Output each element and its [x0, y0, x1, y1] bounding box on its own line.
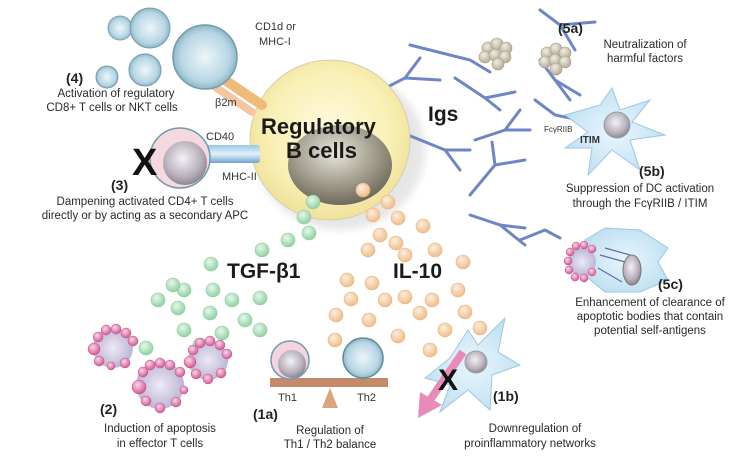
mechanism-1a-line2: Th1 / Th2 balance	[283, 439, 377, 451]
inhibition-x-icon-3: X	[132, 142, 158, 184]
harmful-factor-clusters	[478, 37, 572, 76]
cd4-t-cell	[149, 127, 260, 189]
ig-antibody	[538, 8, 597, 52]
mechanism-3-line2: directly or by acting as a secondary APC	[41, 210, 249, 222]
mechanism-4-line1: Activation of regulatory	[57, 88, 175, 100]
downregulation-arrow	[418, 349, 467, 418]
ig-antibody	[406, 133, 472, 172]
th1-label: Th1	[278, 392, 297, 404]
mechanism-5c-line3: potential self-antigens	[594, 325, 706, 337]
svg-text:X: X	[132, 142, 158, 184]
mechanism-5c-line2: apoptotic bodies that contain	[576, 311, 724, 323]
th2-label: Th2	[357, 392, 376, 404]
proinflammatory-cell	[423, 316, 522, 414]
th1-th2-balance	[270, 337, 388, 408]
b-cell-title-line2: B cells	[286, 138, 357, 163]
igs-label: Igs	[428, 103, 459, 126]
mechanism-1b-id: (1b)	[493, 388, 519, 404]
mechanism-4-id: (4)	[66, 70, 84, 86]
mechanism-2-id: (2)	[100, 401, 118, 417]
mechanism-1a-line1: Regulation of	[296, 425, 364, 437]
dendritic-cell	[563, 86, 667, 177]
immunoglobulins	[370, 8, 597, 247]
mechanism-1a-id: (1a)	[253, 406, 278, 422]
mechanism-5a-id: (5a)	[558, 20, 583, 36]
ig-antibody	[453, 76, 517, 112]
mechanism-2-line1: Induction of apoptosis	[104, 423, 216, 435]
b2m-label: β2m	[215, 97, 237, 109]
mechanism-5b-line2: through the FcγRIIB / ITIM	[572, 198, 708, 210]
svg-text:X: X	[438, 364, 458, 397]
mechanism-5c-line1: Enhancement of clearance of	[575, 297, 725, 309]
ig-antibody	[408, 43, 492, 74]
apoptotic-cell	[131, 357, 189, 414]
mechanism-5a-line1: Neutralization of	[603, 39, 687, 51]
apoptotic-cell	[87, 323, 139, 371]
mhc2-label: MHC-II	[222, 171, 257, 183]
il10-label: IL-10	[393, 260, 443, 283]
tgf-beta1-particles	[138, 194, 321, 356]
tgf-beta1-label: TGF-β1	[227, 260, 301, 283]
mechanism-4-line2: CD8+ T cells or NKT cells	[46, 102, 178, 114]
itim-label: ITIM	[580, 135, 600, 146]
fcr-label: FcγRIIB	[544, 125, 573, 134]
cd1d-label: CD1d or	[255, 21, 296, 33]
ig-antibody	[468, 140, 527, 197]
macrophage	[563, 227, 669, 293]
mechanism-1b-line1: Downregulation of	[488, 423, 582, 435]
mechanism-5b-line1: Suppression of DC activation	[565, 183, 715, 195]
mechanism-5a-line2: harmful factors	[606, 53, 684, 65]
mechanism-3-id: (3)	[111, 177, 129, 193]
ig-antibody	[518, 228, 562, 242]
ig-antibody	[473, 108, 532, 142]
mechanism-3-line1: Dampening activated CD4+ T cells	[56, 196, 234, 208]
il10-particles	[327, 182, 488, 358]
apoptotic-effector-t-cells	[87, 323, 233, 414]
mechanism-1b-line2: proinflammatory networks	[464, 438, 596, 450]
cd40-label: CD40	[206, 131, 235, 143]
mechanism-5c-id: (5c)	[658, 276, 683, 292]
apoptotic-cell	[183, 335, 233, 385]
mechanism-5b-id: (5b)	[639, 163, 665, 179]
mhc1-label: MHC-I	[259, 36, 291, 48]
ig-antibody	[468, 213, 527, 247]
mechanism-2-line2: in effector T cells	[116, 438, 204, 450]
b-cell-title-line1: Regulatory	[261, 114, 376, 139]
cd8-nkt-cells	[95, 7, 267, 116]
inhibition-x-icon-1b: X	[438, 364, 458, 397]
